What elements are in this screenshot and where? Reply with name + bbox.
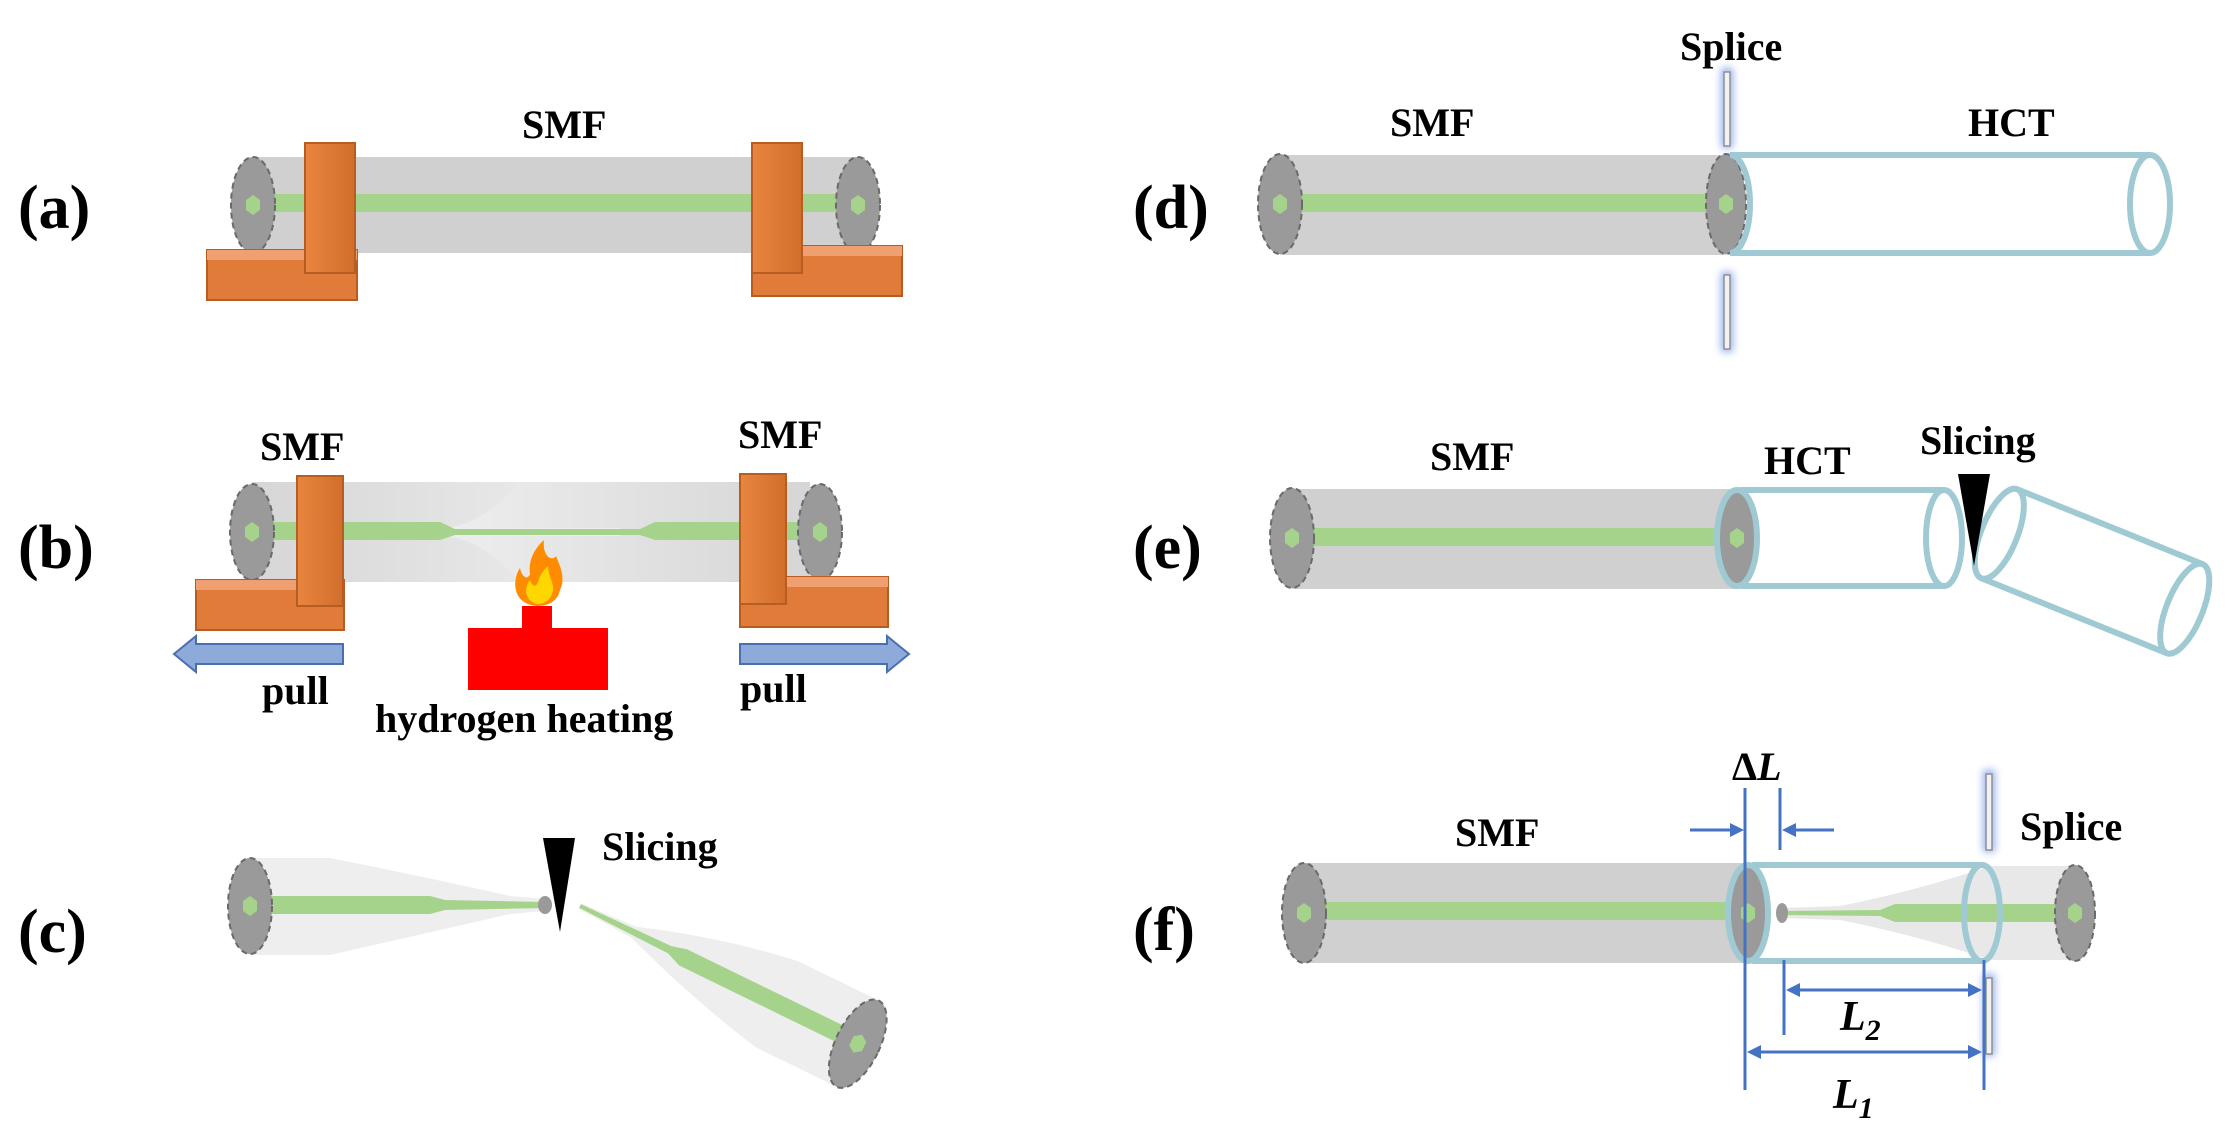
splice-marker xyxy=(1983,770,1995,1056)
hct-tube xyxy=(1730,152,2150,256)
smf-core xyxy=(1316,902,1744,920)
panel-label-a: (a) xyxy=(18,174,90,242)
panel-label-c: (c) xyxy=(18,898,87,966)
slicing-label-e: Slicing xyxy=(1920,418,2036,463)
smf-label-b-right: SMF xyxy=(738,412,822,457)
hydrogen-burner xyxy=(468,628,608,690)
pull-label-left: pull xyxy=(262,668,329,713)
panel-label-f: (f) xyxy=(1133,896,1195,964)
panel-f: (f) xyxy=(1133,744,2122,1125)
taper-core-left xyxy=(262,896,545,914)
smf-label-e: SMF xyxy=(1430,434,1514,479)
panel-label-e: (e) xyxy=(1133,514,1202,582)
smf-label-f: SMF xyxy=(1455,810,1539,855)
panel-a: (a) SMF xyxy=(18,102,903,301)
cleaver-blade-icon xyxy=(543,838,575,932)
dimension-lines xyxy=(1690,788,1986,1090)
taper-piece-right xyxy=(578,903,888,1089)
smf-label-b-left: SMF xyxy=(260,424,344,469)
pull-arrow-right xyxy=(739,633,911,675)
splice-marker xyxy=(1721,68,1733,352)
clamp-right xyxy=(751,142,903,297)
splice-label-f: Splice xyxy=(2020,804,2122,849)
smf-label-d: SMF xyxy=(1390,100,1474,145)
panel-b: (b) SMF SMF pull p xyxy=(18,412,911,741)
cleaver-blade-icon xyxy=(1958,474,1990,566)
hct-label-d: HCT xyxy=(1968,100,2055,145)
hct-label-e: HCT xyxy=(1764,438,1851,483)
hct-end-face xyxy=(1961,862,2003,964)
l1-label: L1 xyxy=(1832,1072,1874,1125)
smf-core xyxy=(1304,528,1738,546)
pull-arrow-left xyxy=(172,633,344,675)
panel-label-d: (d) xyxy=(1133,174,1209,242)
panel-label-b: (b) xyxy=(18,514,94,582)
panel-c: (c) Slicing xyxy=(18,824,888,1089)
panel-d: (d) Splice SMF HCT xyxy=(1133,24,2173,352)
clamp-right xyxy=(739,473,889,628)
hct-tube xyxy=(1752,862,1982,964)
splice-label-d: Splice xyxy=(1680,24,1782,69)
core-face-left xyxy=(246,195,260,215)
taper-core xyxy=(265,522,800,540)
smf-core xyxy=(1292,194,1726,212)
hct-tube-short xyxy=(1740,487,1944,589)
flame-icon xyxy=(515,540,563,606)
hct-cut-piece xyxy=(1971,485,2213,657)
smf-label-a: SMF xyxy=(522,102,606,147)
slicing-label-c: Slicing xyxy=(602,824,718,869)
panel-e: (e) Slicing SMF HCT xyxy=(1133,418,2213,657)
pull-label-right: pull xyxy=(740,666,807,711)
l2-label: L2 xyxy=(1839,994,1881,1047)
delta-l-label: ΔL xyxy=(1732,744,1782,789)
clamp-left xyxy=(195,475,345,631)
hct-cut-face xyxy=(1923,487,1965,589)
heating-label: hydrogen heating xyxy=(375,696,673,741)
clamp-left xyxy=(206,142,358,301)
core-face-right xyxy=(851,195,865,215)
smf-core xyxy=(265,194,865,212)
hct-end-face xyxy=(2127,152,2173,256)
